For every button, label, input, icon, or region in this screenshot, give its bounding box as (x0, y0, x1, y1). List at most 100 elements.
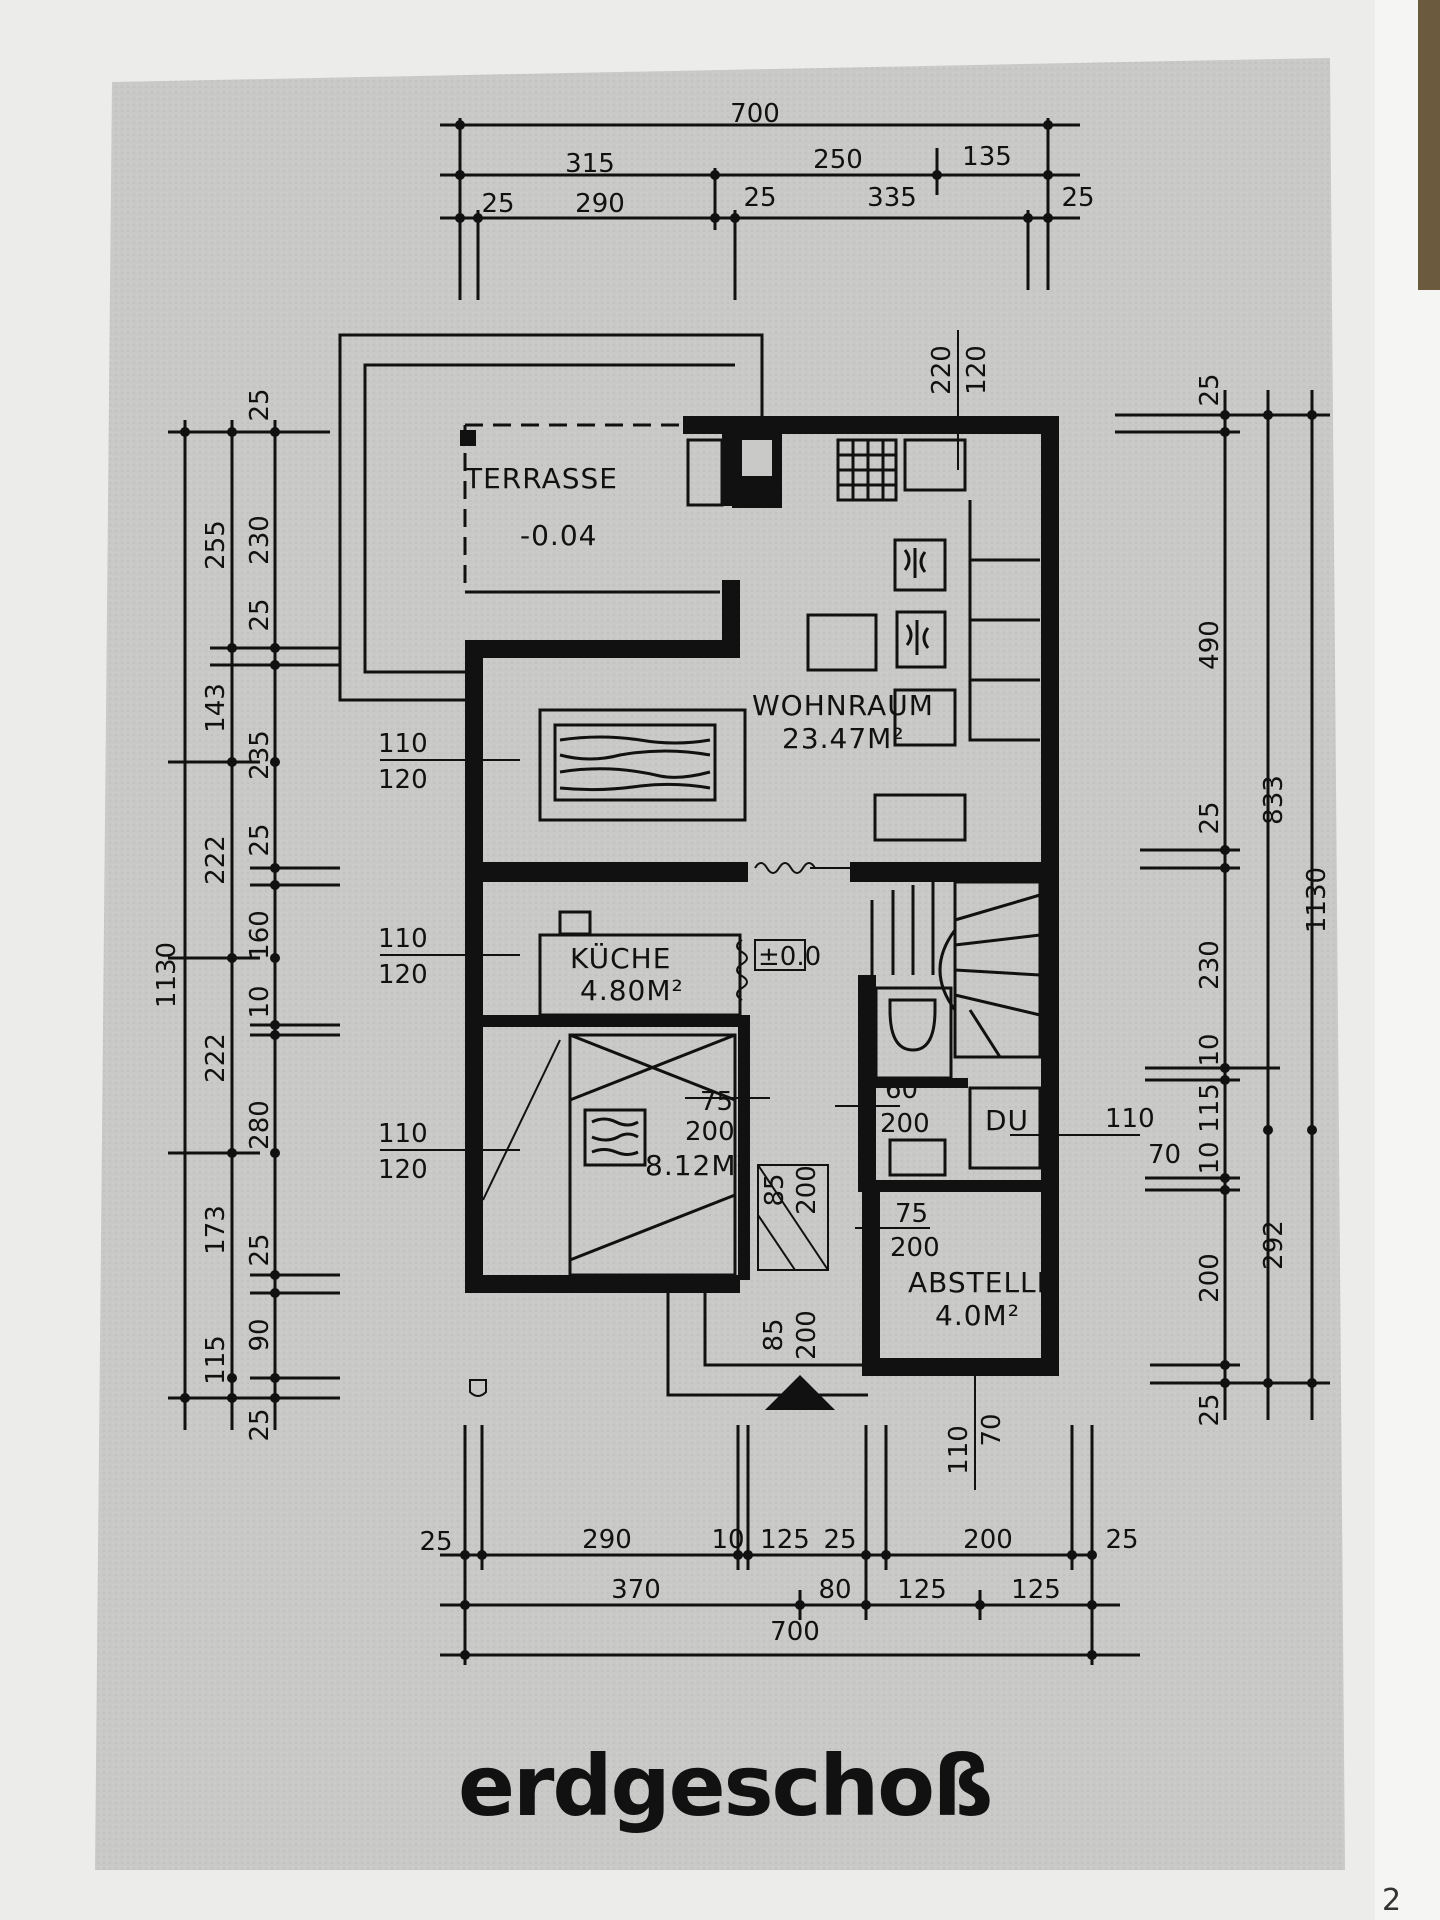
dim-right-10b: 10 (1195, 1141, 1225, 1174)
window-du-width: 110 (1105, 1104, 1155, 1134)
left-dimension-ticks (180, 427, 280, 1403)
dim-top-25a: 25 (481, 189, 514, 219)
window-abstell-width: 110 (944, 1425, 974, 1475)
window-wohn-height: 120 (378, 765, 428, 795)
door-diele-height: 200 (792, 1165, 822, 1215)
dim-top-135: 135 (962, 142, 1012, 172)
sofa (538, 708, 747, 822)
door-wc-height: 200 (880, 1109, 930, 1139)
window-du-height: 70 (1148, 1140, 1181, 1170)
terrace-post (460, 430, 476, 446)
interior-walls (483, 862, 1042, 1280)
tracing-paper (95, 58, 1345, 1870)
door-schlaf-width: 75 (700, 1087, 733, 1117)
dim-top-290: 290 (575, 189, 625, 219)
corner-bench (968, 500, 1040, 742)
dim-left-25e: 25 (245, 1408, 275, 1441)
dim-right-833: 833 (1259, 775, 1289, 825)
dim-bottom-370: 370 (611, 1575, 661, 1605)
dim-bottom-total: 700 (770, 1617, 820, 1647)
dim-right-10a: 10 (1195, 1033, 1225, 1066)
dining-table (806, 538, 957, 747)
window-schlaf-width: 110 (378, 1119, 428, 1149)
dim-right-25b: 25 (1195, 801, 1225, 834)
dim-top-25c: 25 (1061, 183, 1094, 213)
door-entry-width: 85 (759, 1318, 789, 1351)
dim-top-25b: 25 (743, 183, 776, 213)
dim-bottom-25b: 25 (823, 1525, 856, 1555)
door-entry-height: 200 (792, 1310, 822, 1360)
door-abstell-width: 75 (895, 1199, 928, 1229)
dim-left-235: 235 (245, 730, 275, 780)
terrace-outline (338, 333, 764, 702)
room-abstellr-name: ABSTELLR (908, 1266, 1057, 1299)
dim-bottom-10: 10 (711, 1525, 744, 1555)
dim-bottom-125a: 125 (760, 1525, 810, 1555)
radiator (754, 862, 850, 874)
left-dimension-lines (168, 420, 340, 1430)
window-top-width: 220 (927, 345, 957, 395)
dim-right-230: 230 (1195, 940, 1225, 990)
table-surface (1418, 0, 1440, 290)
dim-left-255: 255 (201, 520, 231, 570)
dim-right-200: 200 (1195, 1253, 1225, 1303)
dim-left-90: 90 (245, 1318, 275, 1351)
entry-arrow (765, 1375, 835, 1410)
room-abstellr-area: 4.0M² (935, 1299, 1020, 1332)
door-wc-width: 60 (885, 1075, 918, 1105)
shower-room (888, 1086, 1042, 1177)
dim-left-10: 10 (245, 985, 275, 1018)
armchair (873, 793, 967, 842)
floor-title: erdgeschoß (458, 1737, 991, 1835)
dim-left-25a: 25 (245, 388, 275, 421)
dim-left-25b: 25 (245, 598, 275, 631)
bottom-dimension-lines (440, 1425, 1140, 1665)
bedroom-bed (568, 1033, 737, 1277)
window-schlaf-height: 120 (378, 1155, 428, 1185)
room-kueche-area: 4.80M² (580, 974, 684, 1007)
dim-left-25c: 25 (245, 823, 275, 856)
rainwater-pipe (469, 1379, 487, 1397)
dim-bottom-125c: 125 (1011, 1575, 1061, 1605)
dim-top-250: 250 (813, 145, 863, 175)
dim-right-292: 292 (1259, 1220, 1289, 1270)
dim-top-total: 700 (730, 99, 780, 129)
chimney-opening (742, 440, 772, 476)
wc-room (874, 986, 953, 1080)
dim-bottom-80: 80 (818, 1575, 851, 1605)
dim-right-25c: 25 (1195, 1393, 1225, 1426)
dim-top-315: 315 (565, 149, 615, 179)
dim-left-25d: 25 (245, 1233, 275, 1266)
dim-left-143: 143 (201, 683, 231, 733)
top-dimension-ticks (455, 120, 1053, 223)
dim-right-25a: 25 (1195, 373, 1225, 406)
dim-right-total: 1130 (1302, 867, 1332, 933)
window-top-height: 120 (962, 345, 992, 395)
dim-left-230: 230 (245, 515, 275, 565)
dim-bottom-25a: 25 (419, 1527, 452, 1557)
right-dimension-ticks (1220, 410, 1317, 1388)
dim-left-160: 160 (245, 910, 275, 960)
kitchen-counter (538, 910, 742, 1017)
bedroom-door-swing (482, 1039, 561, 1201)
terrace-level: -0.04 (520, 519, 597, 552)
dim-left-total: 1130 (152, 942, 182, 1008)
window-wohn-width: 110 (378, 729, 428, 759)
bottom-dimension-ticks (460, 1550, 1097, 1660)
dim-bottom-25c: 25 (1105, 1525, 1138, 1555)
opening-annotation-lines (380, 330, 1140, 1490)
hall-cupboard (757, 1164, 829, 1271)
dim-left-222a: 222 (201, 835, 231, 885)
dim-bottom-290: 290 (582, 1525, 632, 1555)
room-wohnraum-area: 23.47M² (782, 722, 905, 755)
terrace-label: TERRASSE (464, 462, 618, 495)
room-kueche-name: KÜCHE (570, 941, 671, 975)
dim-top-335: 335 (867, 183, 917, 213)
dim-left-280: 280 (245, 1100, 275, 1150)
door-diele-width: 85 (760, 1173, 790, 1206)
dim-left-173: 173 (201, 1205, 231, 1255)
door-schlaf-height: 200 (685, 1117, 735, 1147)
room-schlaf-area: 8.12M² (645, 1149, 749, 1182)
